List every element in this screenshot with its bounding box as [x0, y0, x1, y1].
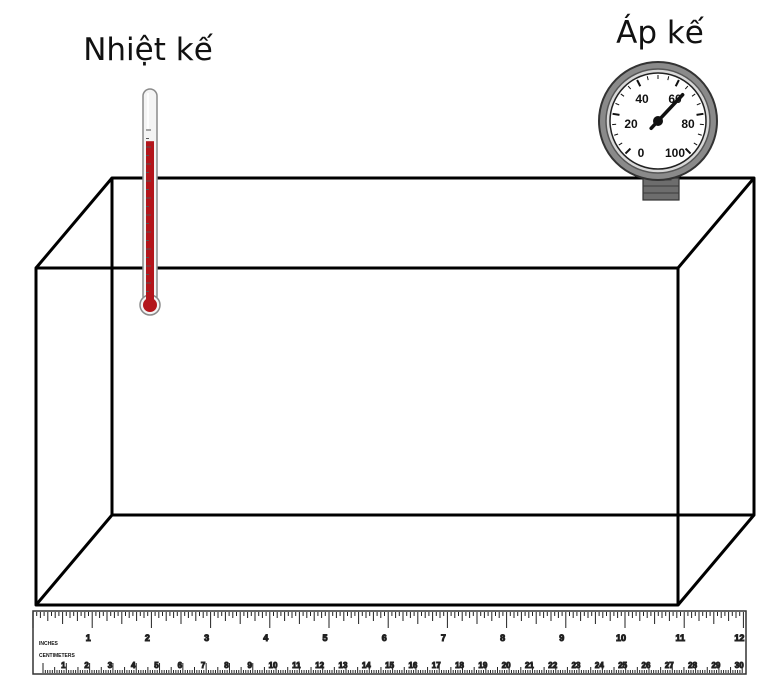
gauge-tick — [697, 133, 702, 136]
ruler-cm-number: 14 — [362, 661, 371, 670]
ruler-centimeters-label: CENTIMETERS — [39, 653, 76, 659]
gauge-tick — [691, 93, 696, 97]
ruler-cm-number: 7 — [201, 661, 206, 670]
gauge-tick — [614, 133, 619, 136]
gauge-tick — [612, 112, 620, 116]
ruler-cm-number: 29 — [711, 661, 720, 670]
ruler-cm-number: 5 — [154, 661, 159, 670]
gauge-tick — [627, 85, 632, 90]
ruler-inch-number: 4 — [263, 633, 268, 643]
ruler-cm-number: 28 — [688, 661, 697, 670]
tank-front-face — [34, 266, 680, 607]
ruler-cm-number: 19 — [478, 661, 487, 670]
ruler-inches-label: INCHES — [39, 641, 59, 647]
tank-edge-top-left — [34, 177, 114, 269]
ruler-cm-number: 23 — [572, 661, 581, 670]
gauge-tick — [620, 93, 625, 97]
ruler-cm-number: 24 — [595, 661, 604, 670]
thermometer-liquid — [146, 141, 154, 305]
tank-edge-top-right — [676, 177, 756, 269]
gauge-tick — [696, 112, 704, 116]
ruler-cm-number: 30 — [735, 661, 744, 670]
pressure-gauge-label: Áp kế — [616, 15, 705, 51]
pressure-gauge-icon: 0 20 40 60 80 100 — [598, 61, 718, 201]
gauge-tick — [693, 142, 698, 146]
ruler-inch-number: 12 — [734, 633, 744, 643]
ruler-inch-number: 5 — [322, 633, 327, 643]
ruler-cm-number: 22 — [548, 661, 557, 670]
ruler-cm-number: 11 — [292, 661, 301, 670]
ruler-cm-number: 26 — [642, 661, 651, 670]
ruler-cm-number: 4 — [131, 661, 136, 670]
ruler-cm-number: 27 — [665, 661, 674, 670]
ruler-cm-number: 18 — [455, 661, 464, 670]
tank-back-face — [110, 176, 756, 517]
ruler-cm-number: 20 — [502, 661, 511, 670]
gauge-scale-40: 40 — [635, 92, 649, 106]
ruler-cm-number: 17 — [432, 661, 441, 670]
tank-edge-bottom-left — [34, 514, 114, 606]
ruler-inch-number: 6 — [382, 633, 387, 643]
gauge-scale-100: 100 — [665, 146, 685, 160]
gauge-tick — [624, 147, 632, 155]
thermometer-label: Nhiệt kế — [83, 32, 213, 68]
gauge-tick — [696, 102, 701, 106]
ruler-inch-number: 3 — [204, 633, 209, 643]
thermometer-scale — [146, 129, 151, 292]
ruler-inch-number: 10 — [616, 633, 626, 643]
gauge-tick — [667, 76, 670, 81]
ruler-inch-number: 8 — [500, 633, 505, 643]
ruler-cm-number: 3 — [108, 661, 113, 670]
ruler-cm-number: 6 — [178, 661, 183, 670]
ruler-cm-number: 9 — [248, 661, 253, 670]
gauge-tick — [684, 147, 692, 155]
gauge-tick — [646, 76, 649, 81]
ruler-cm-number: 25 — [618, 661, 627, 670]
ruler-cm-number: 21 — [525, 661, 534, 670]
ruler-inch-number: 2 — [145, 633, 150, 643]
gauge-scale-80: 80 — [681, 117, 695, 131]
gauge-scale-60: 60 — [668, 92, 682, 106]
thermometer-bulb — [143, 298, 157, 312]
gauge-scale-0: 0 — [638, 146, 645, 160]
gauge-stem — [642, 177, 680, 201]
ruler-inch-number: 1 — [86, 633, 91, 643]
ruler-cm-number: 16 — [408, 661, 417, 670]
ruler-cm-number: 2 — [84, 661, 89, 670]
ruler-cm-number: 10 — [269, 661, 278, 670]
gauge-scale — [612, 75, 704, 155]
ruler-cm-number: 8 — [224, 661, 229, 670]
ruler-cm-number: 12 — [315, 661, 324, 670]
tank-box — [34, 176, 756, 607]
ruler-cm-number: 1 — [61, 661, 66, 670]
gauge-scale-20: 20 — [624, 117, 638, 131]
gauge-tick — [636, 79, 642, 87]
gauge-tick — [674, 79, 680, 87]
ruler-inch-number: 7 — [441, 633, 446, 643]
ruler-cm-number: 15 — [385, 661, 394, 670]
gauge-tick — [684, 85, 689, 90]
gauge-tick — [618, 142, 623, 146]
ruler-inch-number: 11 — [675, 633, 685, 643]
tank-edge-bottom-right — [676, 514, 756, 606]
ruler-cm-number: 13 — [339, 661, 348, 670]
gauge-tick — [615, 102, 620, 106]
ruler-inch-number: 9 — [559, 633, 564, 643]
thermometer-icon — [139, 88, 161, 316]
